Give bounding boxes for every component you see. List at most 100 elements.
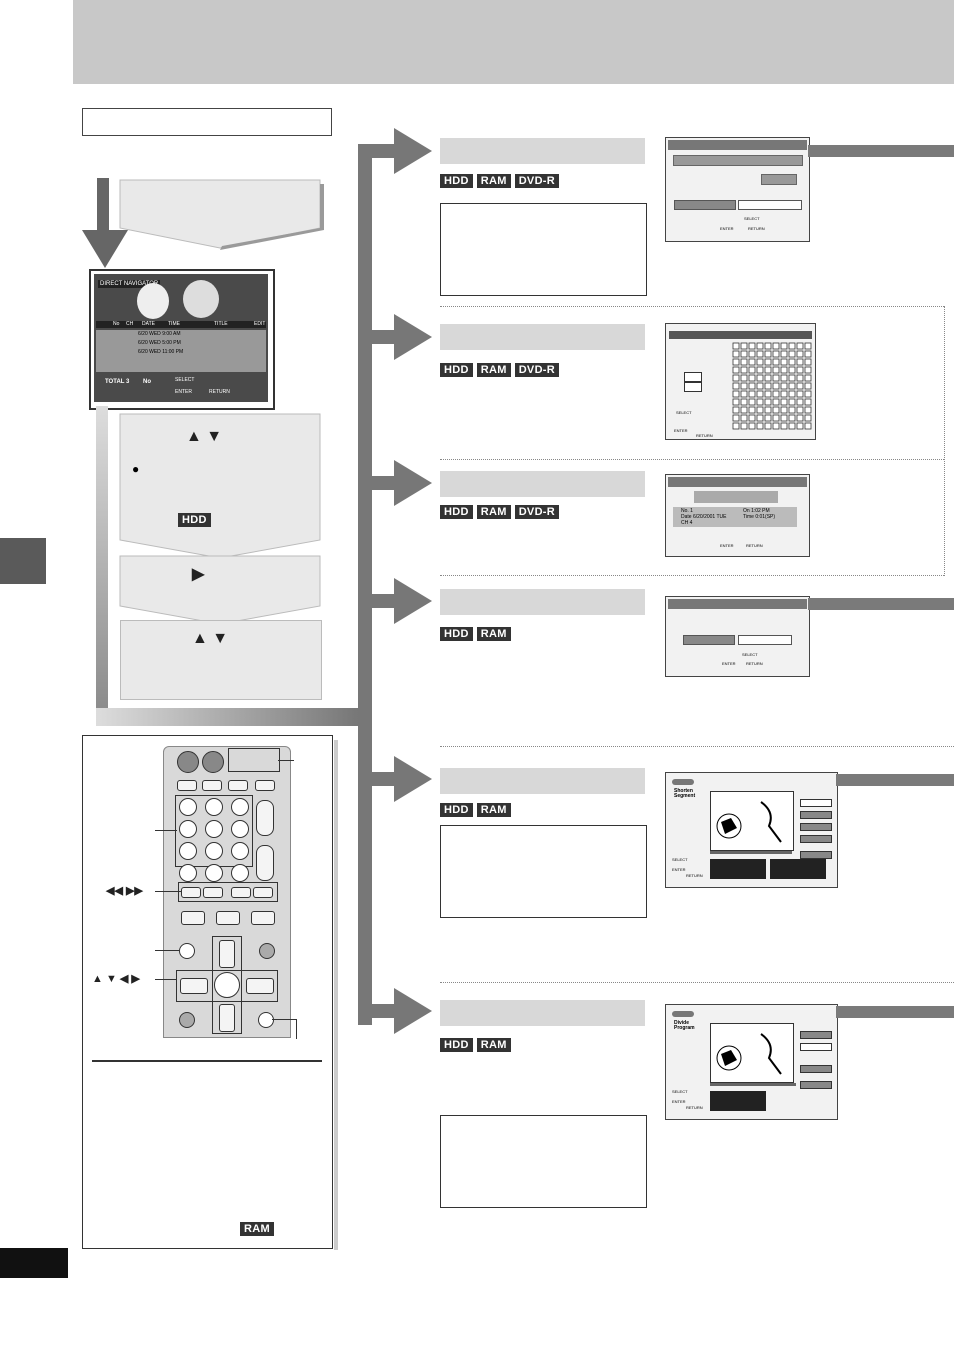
section4-screen: SELECT ENTER RETURN <box>665 596 810 677</box>
num-button[interactable] <box>179 842 197 860</box>
skip-label: ◀◀ ▶▶ <box>106 885 143 897</box>
step2-box <box>119 413 321 559</box>
num-button[interactable] <box>231 798 249 816</box>
power-button-2[interactable] <box>202 751 224 773</box>
character-grid <box>732 342 812 430</box>
enter-button[interactable] <box>214 972 240 998</box>
section4-strip <box>808 598 954 610</box>
callout-line <box>155 891 181 892</box>
section2-screen: SELECT ENTER RETURN <box>665 323 816 440</box>
skip-back-button[interactable] <box>181 887 201 898</box>
rewind-button[interactable] <box>231 887 251 898</box>
section6-heading <box>440 1000 645 1026</box>
fast-forward-button[interactable] <box>253 887 273 898</box>
separator <box>440 459 944 460</box>
navigator-return: RETURN <box>209 389 230 395</box>
section1-note <box>440 203 647 296</box>
section-label-box <box>82 108 332 136</box>
branch-arrow-1 <box>358 128 432 174</box>
table-row: 6/20 WED 11:00 PM <box>138 349 184 355</box>
cursor-group-vertical <box>212 936 242 1034</box>
remote-round-button[interactable] <box>259 943 275 959</box>
navigator-title: DIRECT NAVIGATOR <box>98 280 161 288</box>
properties-panel: No. 1 Date 6/20/2001 TUE CH 4 On 1:02 PM… <box>673 507 797 527</box>
section6-note <box>440 1115 647 1208</box>
power-button[interactable] <box>177 751 199 773</box>
separator <box>440 306 944 307</box>
section5-strip <box>836 774 954 786</box>
direct-navigator-screen: DIRECT NAVIGATOR No CH DATE TIME TITLE E… <box>89 269 275 410</box>
step2-updown: ▲ ▼ <box>186 428 223 445</box>
separator <box>440 982 954 983</box>
navigator-header-row: No CH DATE TIME TITLE EDIT <box>96 321 266 328</box>
num-button[interactable] <box>231 820 249 838</box>
callout-line <box>155 950 179 951</box>
num-button[interactable] <box>179 798 197 816</box>
channel-rocker[interactable] <box>256 800 274 836</box>
num-button[interactable] <box>205 820 223 838</box>
num-button[interactable] <box>179 820 197 838</box>
num-button[interactable] <box>205 842 223 860</box>
faces-illustration <box>137 280 219 319</box>
play-button[interactable] <box>251 911 275 925</box>
cursor-label: ▲ ▼ ◀ ▶ <box>92 973 140 985</box>
skip-search-group <box>178 882 278 902</box>
remote-key[interactable] <box>255 780 275 791</box>
branch-arrow-6 <box>358 988 432 1034</box>
ram-badge: RAM <box>240 1222 274 1236</box>
skip-forward-button[interactable] <box>203 887 223 898</box>
left-connector <box>96 406 108 722</box>
num-button[interactable] <box>179 864 197 882</box>
cursor-down-button[interactable] <box>219 1004 235 1032</box>
section6-strip <box>836 1006 954 1018</box>
video-preview <box>710 791 794 851</box>
branch-arrow-4 <box>358 578 432 624</box>
flow-down-arrow <box>82 178 128 268</box>
num-button[interactable] <box>205 864 223 882</box>
callout-line <box>278 760 294 761</box>
separator <box>440 746 954 747</box>
mode-buttons[interactable] <box>228 748 280 772</box>
return-button[interactable] <box>258 1012 274 1028</box>
bottom-connector <box>96 708 358 726</box>
header-bar <box>73 0 954 84</box>
step4-updown: ▲ ▼ <box>192 630 229 647</box>
cursor-right-button[interactable] <box>246 978 274 994</box>
remote-round-button[interactable] <box>179 1012 195 1028</box>
section1-screen: SELECT ENTER RETURN <box>665 137 810 242</box>
cursor-left-button[interactable] <box>180 978 208 994</box>
volume-rocker[interactable] <box>256 845 274 881</box>
section2-heading <box>440 324 645 350</box>
eject-button[interactable] <box>202 780 222 791</box>
navigator-enter: ENTER <box>175 389 192 395</box>
section4-heading <box>440 589 645 615</box>
separator <box>944 306 945 576</box>
branch-arrow-3 <box>358 460 432 506</box>
function-button[interactable] <box>179 943 195 959</box>
callout-line <box>155 830 177 831</box>
cursor-up-button[interactable] <box>219 940 235 968</box>
stop-button[interactable] <box>181 911 205 925</box>
callout-line <box>272 1019 296 1020</box>
branch-arrow-5 <box>358 756 432 802</box>
section3-heading <box>440 471 645 497</box>
remote-key[interactable] <box>177 780 197 791</box>
remote-divider <box>92 1060 322 1062</box>
section5-note <box>440 825 647 918</box>
num-button[interactable] <box>231 842 249 860</box>
step3-box <box>119 555 321 625</box>
section5-screen: Shorten Segment SELECT ENTER RETURN <box>665 772 838 888</box>
page-number-box <box>0 1248 68 1278</box>
num-button[interactable] <box>205 798 223 816</box>
branch-trunk <box>358 145 372 1025</box>
num-button[interactable] <box>231 864 249 882</box>
pause-button[interactable] <box>216 911 240 925</box>
remote-key[interactable] <box>228 780 248 791</box>
step2-bullet: ● <box>132 462 140 476</box>
table-row: 6/20 WED 5:00 PM <box>138 340 181 346</box>
